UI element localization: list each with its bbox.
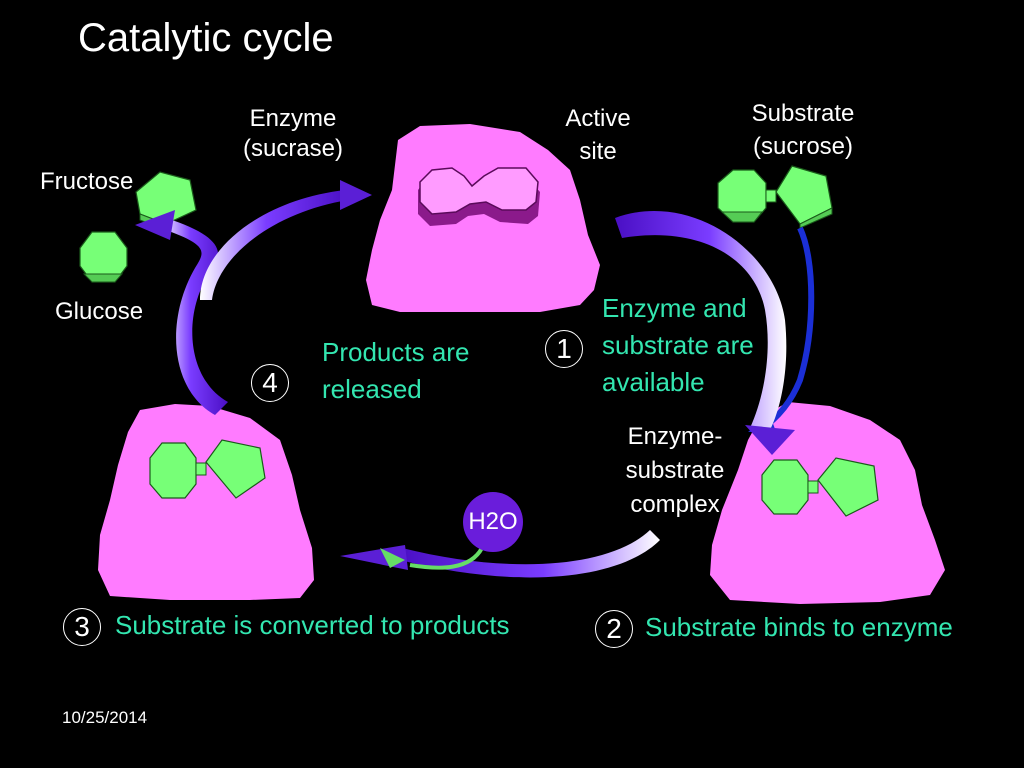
enzyme-label-line2: (sucrase) (242, 135, 344, 162)
step-4-text-line1: Products are (322, 337, 470, 367)
water-label: H2O (468, 508, 518, 535)
active-site-label: Active site (548, 102, 648, 168)
active-site-cavity (418, 167, 540, 226)
active-site-label-line1: Active (565, 105, 631, 132)
substrate-label-line2: (sucrose) (752, 133, 854, 160)
glucose-molecule (79, 231, 128, 283)
step-4-text: Products are released (322, 334, 469, 408)
enzyme-free (366, 124, 600, 312)
es-complex-label-line3: complex (630, 491, 720, 518)
page-title: Catalytic cycle (78, 16, 334, 60)
enzyme-substrate-complex (710, 402, 945, 604)
substrate-label: Substrate (sucrose) (728, 97, 878, 163)
es-complex-label: Enzyme- substrate complex (610, 420, 740, 522)
bound-substrate (761, 457, 879, 517)
substrate-label-line1: Substrate (751, 100, 855, 127)
arrow-step-1-to-2 (615, 210, 795, 455)
fructose-label: Fructose (40, 168, 134, 195)
glucose-label: Glucose (55, 298, 144, 325)
step-1-text-line1: Enzyme and (602, 293, 747, 323)
enzyme-with-products (98, 404, 314, 600)
active-site-label-line2: site (579, 138, 617, 165)
step-3-text: Substrate is converted to products (115, 610, 510, 640)
step-1-number: 1 (545, 330, 583, 368)
step-1-text: Enzyme and substrate are available (602, 290, 754, 401)
water-bubble (463, 492, 523, 552)
step-2-text: Substrate binds to enzyme (645, 612, 953, 642)
step-4-text-line2: released (322, 374, 422, 404)
enzyme-label-line1: Enzyme (249, 105, 337, 132)
arrow-step-2-to-3 (340, 530, 660, 578)
es-complex-label-line1: Enzyme- (627, 423, 723, 450)
step-1-text-line3: available (602, 367, 705, 397)
step-4-number: 4 (251, 364, 289, 402)
products-in-enzyme (149, 439, 266, 499)
arrow-step-4-to-1 (200, 180, 372, 300)
step-2-number: 2 (595, 610, 633, 648)
step-1-text-line2: substrate are (602, 330, 754, 360)
footer-date: 10/25/2014 (62, 708, 148, 727)
substrate-sucrose (717, 165, 833, 229)
es-complex-label-line2: substrate (625, 457, 725, 484)
water-stem (409, 546, 484, 570)
step-3-number: 3 (63, 608, 101, 646)
enzyme-label: Enzyme (sucrase) (228, 104, 358, 164)
arrow-step-3-to-4 (135, 210, 228, 415)
